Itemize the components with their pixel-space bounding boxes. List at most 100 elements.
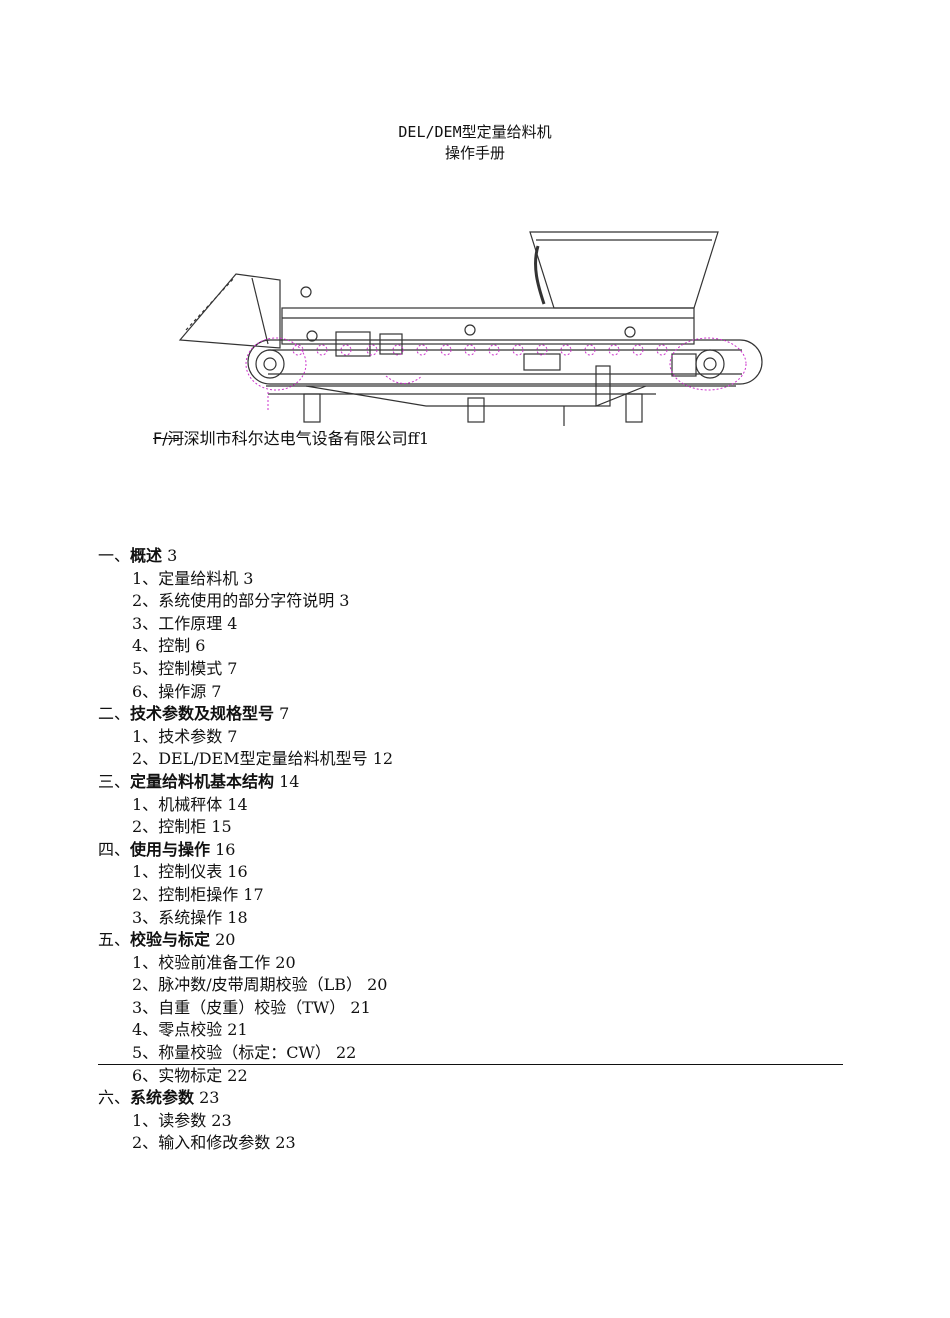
toc-section-title: 校验与标定 (130, 930, 211, 950)
toc-page-number: 14 (227, 794, 248, 814)
toc-item: 1、读参数 23 (98, 1110, 843, 1133)
toc-item: 2、系统使用的部分字符说明 3 (98, 590, 843, 613)
toc-section-title: 定量给料机基本结构 (130, 771, 275, 791)
toc-item: 2、输入和修改参数 23 (98, 1132, 843, 1155)
toc-item: 2、DEL/DEM型定量给料机型号 12 (98, 748, 843, 771)
toc-item: 6、实物标定 22 (98, 1065, 843, 1088)
title-line-2: 操作手册 (444, 144, 505, 162)
toc-page-number: 23 (199, 1088, 220, 1108)
toc-page-number: 3 (167, 546, 178, 565)
toc-section-number: 二、 (98, 704, 131, 724)
toc-item-title: 定量给料机 (158, 568, 239, 588)
toc-item: 4、零点校验 21 (98, 1019, 843, 1042)
toc-item-title: 控制柜操作 (158, 884, 239, 904)
toc-item-title: 工作原理 (158, 613, 223, 633)
toc-page-number: 18 (227, 907, 248, 927)
toc-item-title: 操作源 (158, 681, 207, 701)
toc-section-number: 六、 (98, 1088, 131, 1108)
toc-item: 3、系统操作 18 (98, 907, 843, 930)
toc-item-title: 校验前准备工作 (158, 952, 271, 972)
toc-item-title: 实物标定 (158, 1065, 223, 1085)
toc-page-number: 16 (227, 862, 248, 882)
toc-page-number: 16 (215, 839, 236, 859)
toc-item-title: 机械秤体 (158, 794, 223, 814)
toc-item-number: 1、 (132, 862, 159, 882)
toc-item-number: 1、 (132, 1110, 159, 1130)
toc-item: 6、操作源 7 (98, 681, 843, 704)
toc-item-number: 2、 (132, 749, 159, 769)
toc-item: 2、脉冲数/皮带周期校验（LB） 20 (98, 974, 843, 997)
toc-section: 二、技术参数及规格型号 7 (98, 703, 843, 726)
toc-page-number: 7 (227, 726, 238, 746)
toc-page-number: 12 (372, 749, 394, 769)
toc-item-title: 零点校验 (158, 1020, 223, 1040)
toc-page-number: 14 (279, 771, 300, 791)
toc-page-number: 22 (335, 1043, 357, 1063)
toc-item-title: 技术参数 (158, 726, 223, 746)
toc-item-title: 系统使用的部分字符说明 (158, 591, 335, 611)
toc-item-title: 称量校验（标定：CW） (158, 1043, 331, 1063)
toc-section-title: 系统参数 (130, 1088, 195, 1108)
toc-page-number: 23 (211, 1110, 232, 1130)
toc-item-number: 1、 (132, 568, 159, 588)
company-line: F/河深圳市科尔达电气设备有限公司ff1 (153, 428, 429, 450)
toc-section: 四、使用与操作 16 (98, 839, 843, 862)
toc-section-title: 使用与操作 (130, 839, 211, 859)
toc-page-number: 20 (215, 930, 236, 950)
toc-page-number: 6 (195, 636, 206, 656)
toc-page-number: 3 (243, 568, 254, 588)
toc-section: 六、系统参数 23 (98, 1087, 843, 1110)
toc-section-number: 三、 (98, 771, 131, 791)
toc-page-number: 20 (367, 975, 388, 995)
toc-item-title: DEL/DEM型定量给料机型号 (158, 749, 368, 769)
left-chute (178, 273, 281, 349)
toc-page-number: 17 (243, 884, 264, 904)
toc-item-number: 4、 (132, 636, 159, 656)
toc-item-number: 2、 (132, 975, 159, 995)
toc-page-number: 21 (350, 997, 371, 1017)
toc-item-title: 输入和修改参数 (158, 1133, 271, 1153)
toc-section: 五、校验与标定 20 (98, 929, 843, 952)
toc-item-number: 1、 (132, 794, 159, 814)
toc-item-number: 3、 (132, 613, 159, 633)
toc-item-title: 控制柜 (158, 817, 207, 837)
frame-body (281, 307, 695, 345)
document-title: DEL/DEM型定量给料机 操作手册 (0, 121, 950, 163)
toc-section-title: 技术参数及规格型号 (130, 704, 275, 724)
toc-page-number: 23 (275, 1133, 296, 1153)
toc-section-number: 五、 (98, 930, 131, 950)
toc-page-number: 7 (211, 681, 222, 701)
toc-item-title: 控制模式 (158, 658, 223, 678)
toc-item-number: 2、 (132, 884, 159, 904)
toc-item: 2、控制柜 15 (98, 816, 843, 839)
toc-section-number: 一、 (98, 546, 131, 565)
conveyor-belt (247, 339, 763, 385)
toc-item: 1、校验前准备工作 20 (98, 952, 843, 975)
toc-item: 4、控制 6 (98, 635, 843, 658)
toc-item-number: 5、 (132, 1043, 159, 1063)
toc-item-number: 4、 (132, 1020, 159, 1040)
toc-page-number: 3 (339, 591, 350, 611)
toc-item: 5、称量校验（标定：CW） 22 (98, 1042, 843, 1065)
hopper (529, 231, 719, 309)
toc-item-number: 5、 (132, 658, 159, 678)
toc-item-number: 6、 (132, 681, 159, 701)
toc-item-number: 6、 (132, 1065, 159, 1085)
toc-item-number: 2、 (132, 817, 159, 837)
toc-item: 1、机械秤体 14 (98, 794, 843, 817)
company-mark: F/河 (153, 429, 184, 448)
toc-item: 2、控制柜操作 17 (98, 884, 843, 907)
toc-item-number: 2、 (132, 1133, 159, 1153)
toc-item-title: 系统操作 (158, 907, 223, 927)
toc-section-number: 四、 (98, 839, 131, 859)
toc-item: 3、自重（皮重）校验（TW） 21 (98, 997, 843, 1020)
toc-item: 3、工作原理 4 (98, 613, 843, 636)
toc-page-number: 7 (227, 658, 238, 678)
toc-page-number: 7 (279, 704, 290, 724)
toc-item-number: 3、 (132, 907, 159, 927)
toc-item: 1、定量给料机 3 (98, 568, 843, 591)
toc-item-number: 1、 (132, 952, 159, 972)
toc-page-number: 22 (227, 1065, 248, 1085)
toc-item-title: 控制 (158, 636, 191, 656)
toc-item-number: 1、 (132, 726, 159, 746)
